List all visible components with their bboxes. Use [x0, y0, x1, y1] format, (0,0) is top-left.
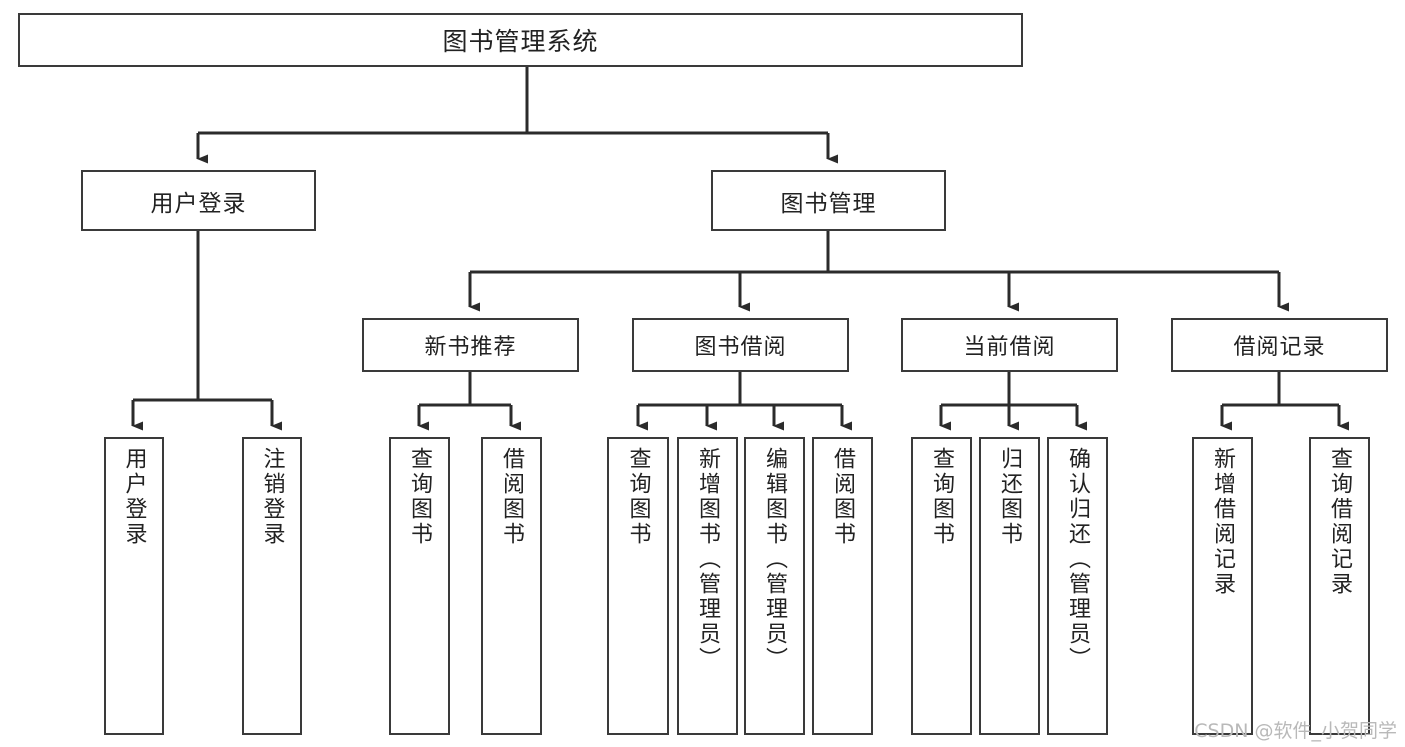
node-label: 新增图书（管理员） — [695, 447, 721, 672]
leaf-borrow-book[interactable]: 借阅图书 — [812, 437, 873, 735]
node-label: 查询图书 — [407, 447, 433, 547]
node-label: 用户登录 — [150, 190, 247, 217]
node-label: 新增借阅记录 — [1210, 447, 1236, 597]
node-label: 新书推荐 — [424, 335, 517, 360]
leaf-return-book[interactable]: 归还图书 — [979, 437, 1040, 735]
node-label: 确认归还（管理员） — [1065, 447, 1091, 672]
node-label: 借阅图书 — [830, 447, 856, 547]
leaf-user-login[interactable]: 用户登录 — [104, 437, 164, 735]
node-label: 用户登录 — [121, 447, 147, 547]
leaf-borrow-book-recommend[interactable]: 借阅图书 — [481, 437, 542, 735]
leaf-query-borrow-record[interactable]: 查询借阅记录 — [1309, 437, 1370, 735]
leaf-confirm-return-admin[interactable]: 确认归还（管理员） — [1047, 437, 1108, 735]
node-current-borrow[interactable]: 当前借阅 — [901, 318, 1118, 372]
node-label: 查询借阅记录 — [1327, 447, 1353, 597]
node-label: 当前借阅 — [963, 335, 1056, 360]
leaf-query-book-borrow[interactable]: 查询图书 — [607, 437, 669, 735]
watermark: CSDN @软件_小贺同学 — [1194, 720, 1397, 742]
node-borrow-record[interactable]: 借阅记录 — [1171, 318, 1388, 372]
node-label: 图书借阅 — [694, 335, 787, 360]
leaf-add-book-admin[interactable]: 新增图书（管理员） — [677, 437, 738, 735]
node-label: 借阅记录 — [1233, 335, 1326, 360]
node-label: 查询图书 — [929, 447, 955, 547]
node-label: 借阅图书 — [499, 447, 525, 547]
leaf-query-book-current[interactable]: 查询图书 — [911, 437, 972, 735]
leaf-edit-book-admin[interactable]: 编辑图书（管理员） — [744, 437, 805, 735]
node-label: 编辑图书（管理员） — [762, 447, 788, 672]
leaf-logout[interactable]: 注销登录 — [242, 437, 302, 735]
node-label: 注销登录 — [259, 447, 285, 547]
leaf-add-borrow-record[interactable]: 新增借阅记录 — [1192, 437, 1253, 735]
node-book-borrow[interactable]: 图书借阅 — [632, 318, 849, 372]
node-label: 图书管理系统 — [442, 27, 599, 56]
node-new-book-recommend[interactable]: 新书推荐 — [362, 318, 579, 372]
node-label: 查询图书 — [625, 447, 651, 547]
node-label: 图书管理 — [780, 190, 877, 217]
leaf-query-book-recommend[interactable]: 查询图书 — [389, 437, 450, 735]
node-user-login[interactable]: 用户登录 — [81, 170, 316, 231]
node-book-management[interactable]: 图书管理 — [711, 170, 946, 231]
node-label: 归还图书 — [997, 447, 1023, 547]
node-root-system[interactable]: 图书管理系统 — [18, 13, 1023, 67]
